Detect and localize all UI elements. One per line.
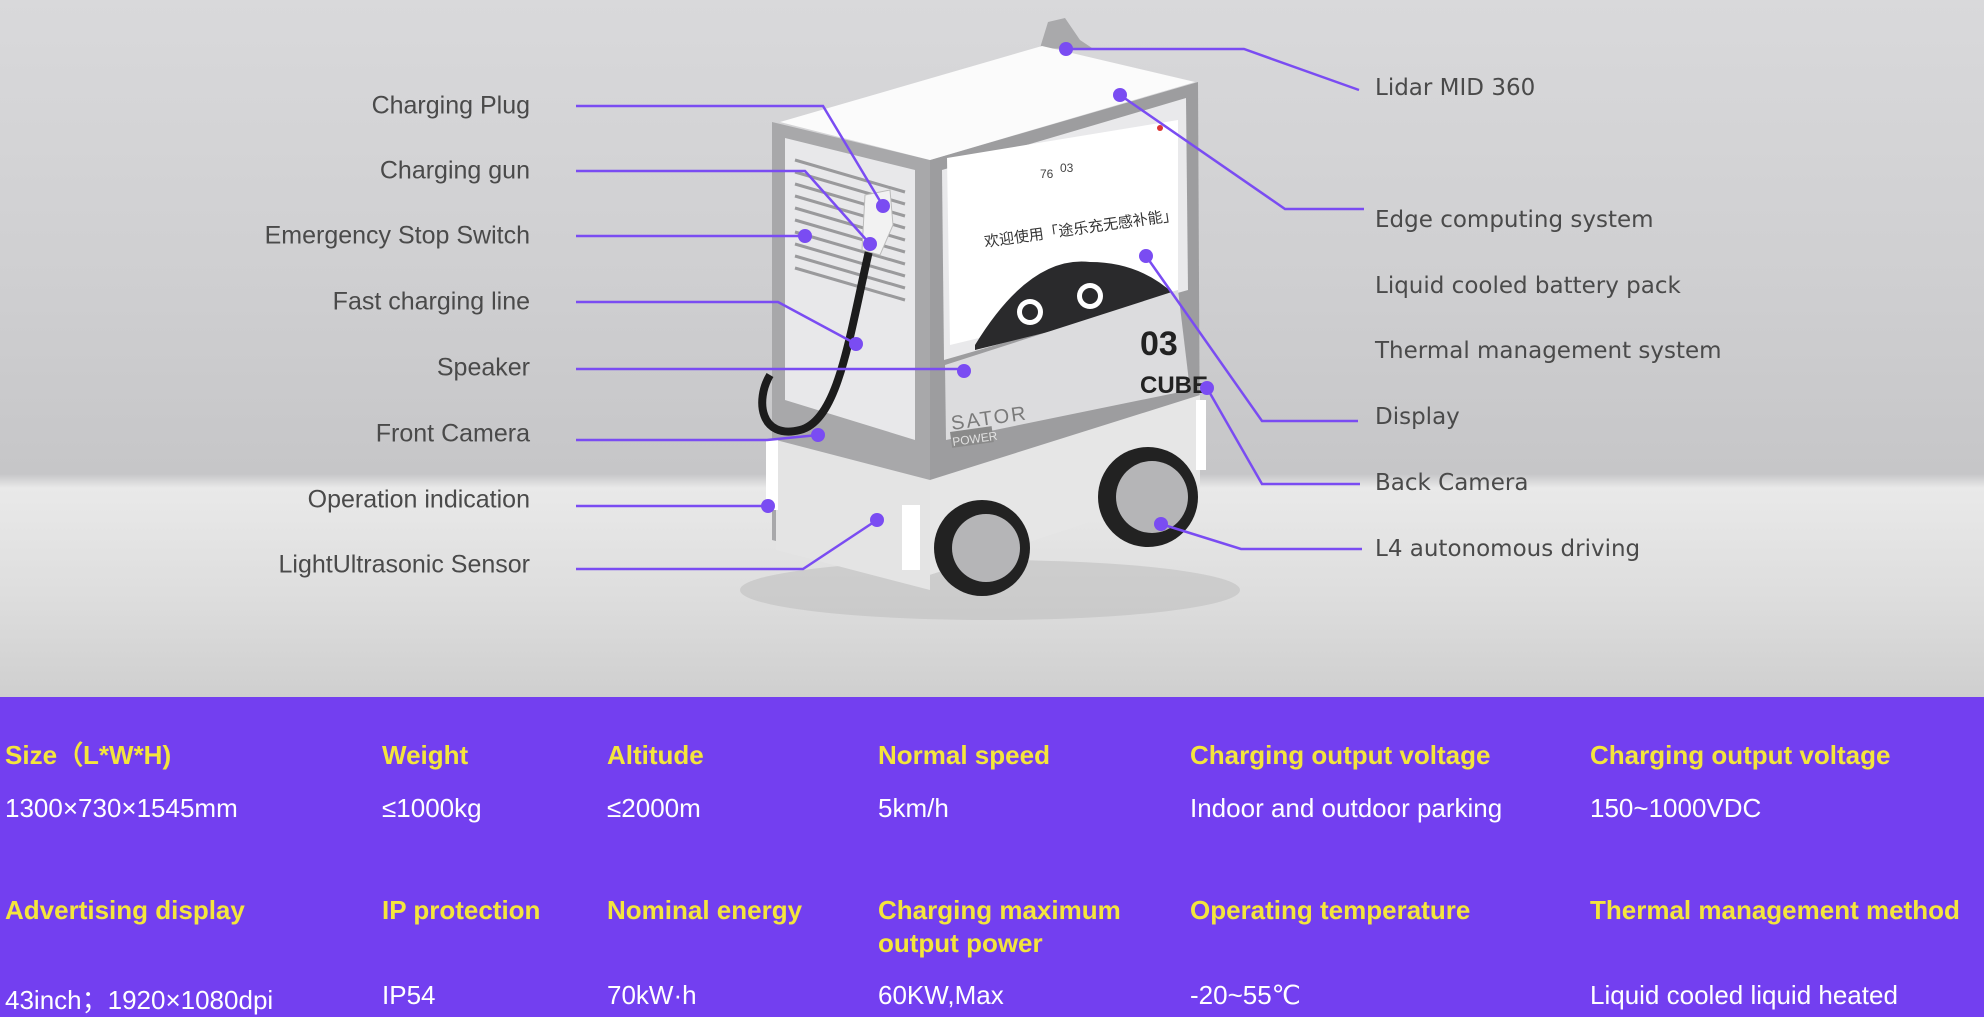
callout-speaker: Speaker (436, 353, 530, 382)
spec-value-thermal-method: Liquid cooled liquid heated (1590, 980, 1898, 1010)
top-cover (780, 46, 1195, 160)
spec-label-energy: Nominal energy (607, 895, 803, 925)
brand-sub-logo: POWER (951, 429, 998, 449)
lidar (1040, 18, 1095, 50)
spec-label-size: Size（L*W*H) (5, 740, 172, 770)
spec-value-voltage: 150~1000VDC (1590, 793, 1762, 823)
spec-label-temperature: Operating temperature (1190, 895, 1471, 925)
robot-illustration: 欢迎使用「途乐充无感补能」 76 03 SATOR POWER 03 CUBE (576, 18, 1364, 620)
specifications-panel: Size（L*W*H) 1300×730×1545mm Weight ≤1000… (0, 697, 1984, 1015)
callout-lidar: Lidar MID 360 (1375, 75, 1536, 101)
screen-stat: 03 (1060, 161, 1074, 175)
callout-display: Display (1375, 404, 1460, 430)
charging-robot: 欢迎使用「途乐充无感补能」 76 03 SATOR POWER 03 CUBE (740, 18, 1240, 620)
callout-charging-plug: Charging Plug (371, 91, 530, 120)
callout-dots (761, 42, 1214, 531)
spec-value-energy: 70kW·h (607, 980, 697, 1010)
spec-label-speed: Normal speed (878, 740, 1050, 770)
callout-battery-pack: Liquid cooled battery pack (1375, 273, 1681, 299)
spec-label-thermal-method: Thermal management method (1590, 895, 1960, 925)
spec-label-display: Advertising display (5, 895, 245, 925)
callout-charging-gun: Charging gun (379, 156, 530, 185)
spec-label-charging-voltage-2: Charging output voltage (1590, 740, 1891, 770)
callout-back-camera: Back Camera (1375, 470, 1529, 496)
spec-label-ip: IP protection (382, 895, 541, 925)
callout-ultrasonic-sensor: LightUltrasonic Sensor (278, 550, 530, 579)
model-number-logo: 03 (1140, 325, 1178, 363)
callout-operation-indication: Operation indication (307, 485, 530, 514)
spec-value-weight: ≤1000kg (382, 793, 482, 823)
screen-stat: 76 (1040, 167, 1054, 181)
spec-value-temperature: -20~55℃ (1190, 980, 1301, 1010)
spec-value-display: 43inch；1920×1080dpi (5, 985, 274, 1015)
callout-fast-charging-line: Fast charging line (332, 287, 530, 316)
spec-label-altitude: Altitude (607, 740, 704, 770)
charging-cable (758, 237, 876, 436)
spec-value-ip: IP54 (382, 980, 436, 1010)
spec-value-speed: 5km/h (878, 793, 949, 823)
spec-label-charging-voltage: Charging output voltage (1190, 740, 1491, 770)
callout-emergency-stop: Emergency Stop Switch (264, 221, 530, 250)
product-hero: 欢迎使用「途乐充无感补能」 76 03 SATOR POWER 03 CUBE (0, 0, 1984, 697)
spec-value-parking: Indoor and outdoor parking (1190, 793, 1503, 823)
mascot (975, 261, 1178, 350)
callout-thermal-system: Thermal management system (1375, 338, 1722, 364)
spec-value-size: 1300×730×1545mm (5, 793, 238, 823)
callout-edge-computing: Edge computing system (1375, 207, 1654, 233)
callout-autonomous-driving: L4 autonomous driving (1375, 536, 1641, 562)
callout-front-camera: Front Camera (375, 419, 530, 448)
callout-lines (576, 47, 1364, 571)
spec-label-weight: Weight (382, 740, 469, 770)
spec-value-max-power: 60KW,Max (878, 980, 1004, 1010)
spec-value-altitude: ≤2000m (607, 793, 701, 823)
spec-label-max-power: Charging maximum output power (878, 895, 1121, 958)
model-name-logo: CUBE (1140, 372, 1208, 399)
